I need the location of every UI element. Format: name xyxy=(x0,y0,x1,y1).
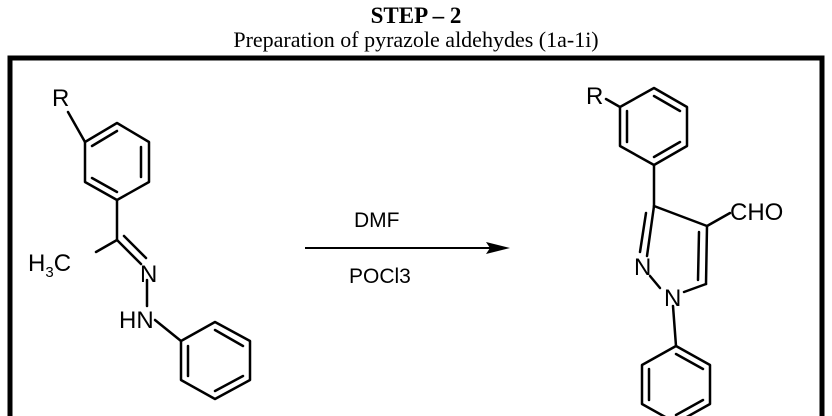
product-r-label: R xyxy=(586,83,603,110)
reagent-dmf: DMF xyxy=(354,209,400,232)
aldehyde-bond xyxy=(705,211,732,228)
reactant-r-label: R xyxy=(52,85,69,112)
reactant-n-phenyl-ring xyxy=(179,320,252,401)
product-phenyl-ring xyxy=(618,86,689,167)
pyrazole-n2-c3-bond xyxy=(645,204,656,258)
step-title: STEP – 2 xyxy=(370,3,462,28)
product-n2-label: N xyxy=(634,254,651,281)
reactant-structure xyxy=(66,110,252,401)
reactant-hn-label: HN xyxy=(119,307,154,334)
product-structure xyxy=(604,86,732,416)
product-n1-label: N xyxy=(664,285,681,312)
imine-double-bond xyxy=(115,238,143,266)
product-r-bond xyxy=(604,97,622,109)
reactant-n-label: N xyxy=(140,261,157,288)
product-aldehyde-label: CHO xyxy=(730,199,783,226)
product-n-phenyl-ring xyxy=(640,344,712,416)
pyrazole-c5-n1-bond xyxy=(682,282,708,294)
pyrazole-n1-n2-bond xyxy=(648,274,662,290)
reactant-phenyl-ring xyxy=(83,121,151,202)
scheme-subtitle: Preparation of pyrazole aldehydes (1a-1i… xyxy=(233,27,599,52)
scheme-frame xyxy=(7,55,825,416)
pyrazole-c4-c5-bond xyxy=(704,224,709,286)
reaction-arrow-head xyxy=(486,242,510,254)
reagent-pocl3: POCl3 xyxy=(349,265,411,288)
pyrazole-c3-c4-bond xyxy=(652,204,709,228)
reactant-methyl-label: H3C xyxy=(28,250,71,281)
reactant-r-bond xyxy=(66,110,87,144)
